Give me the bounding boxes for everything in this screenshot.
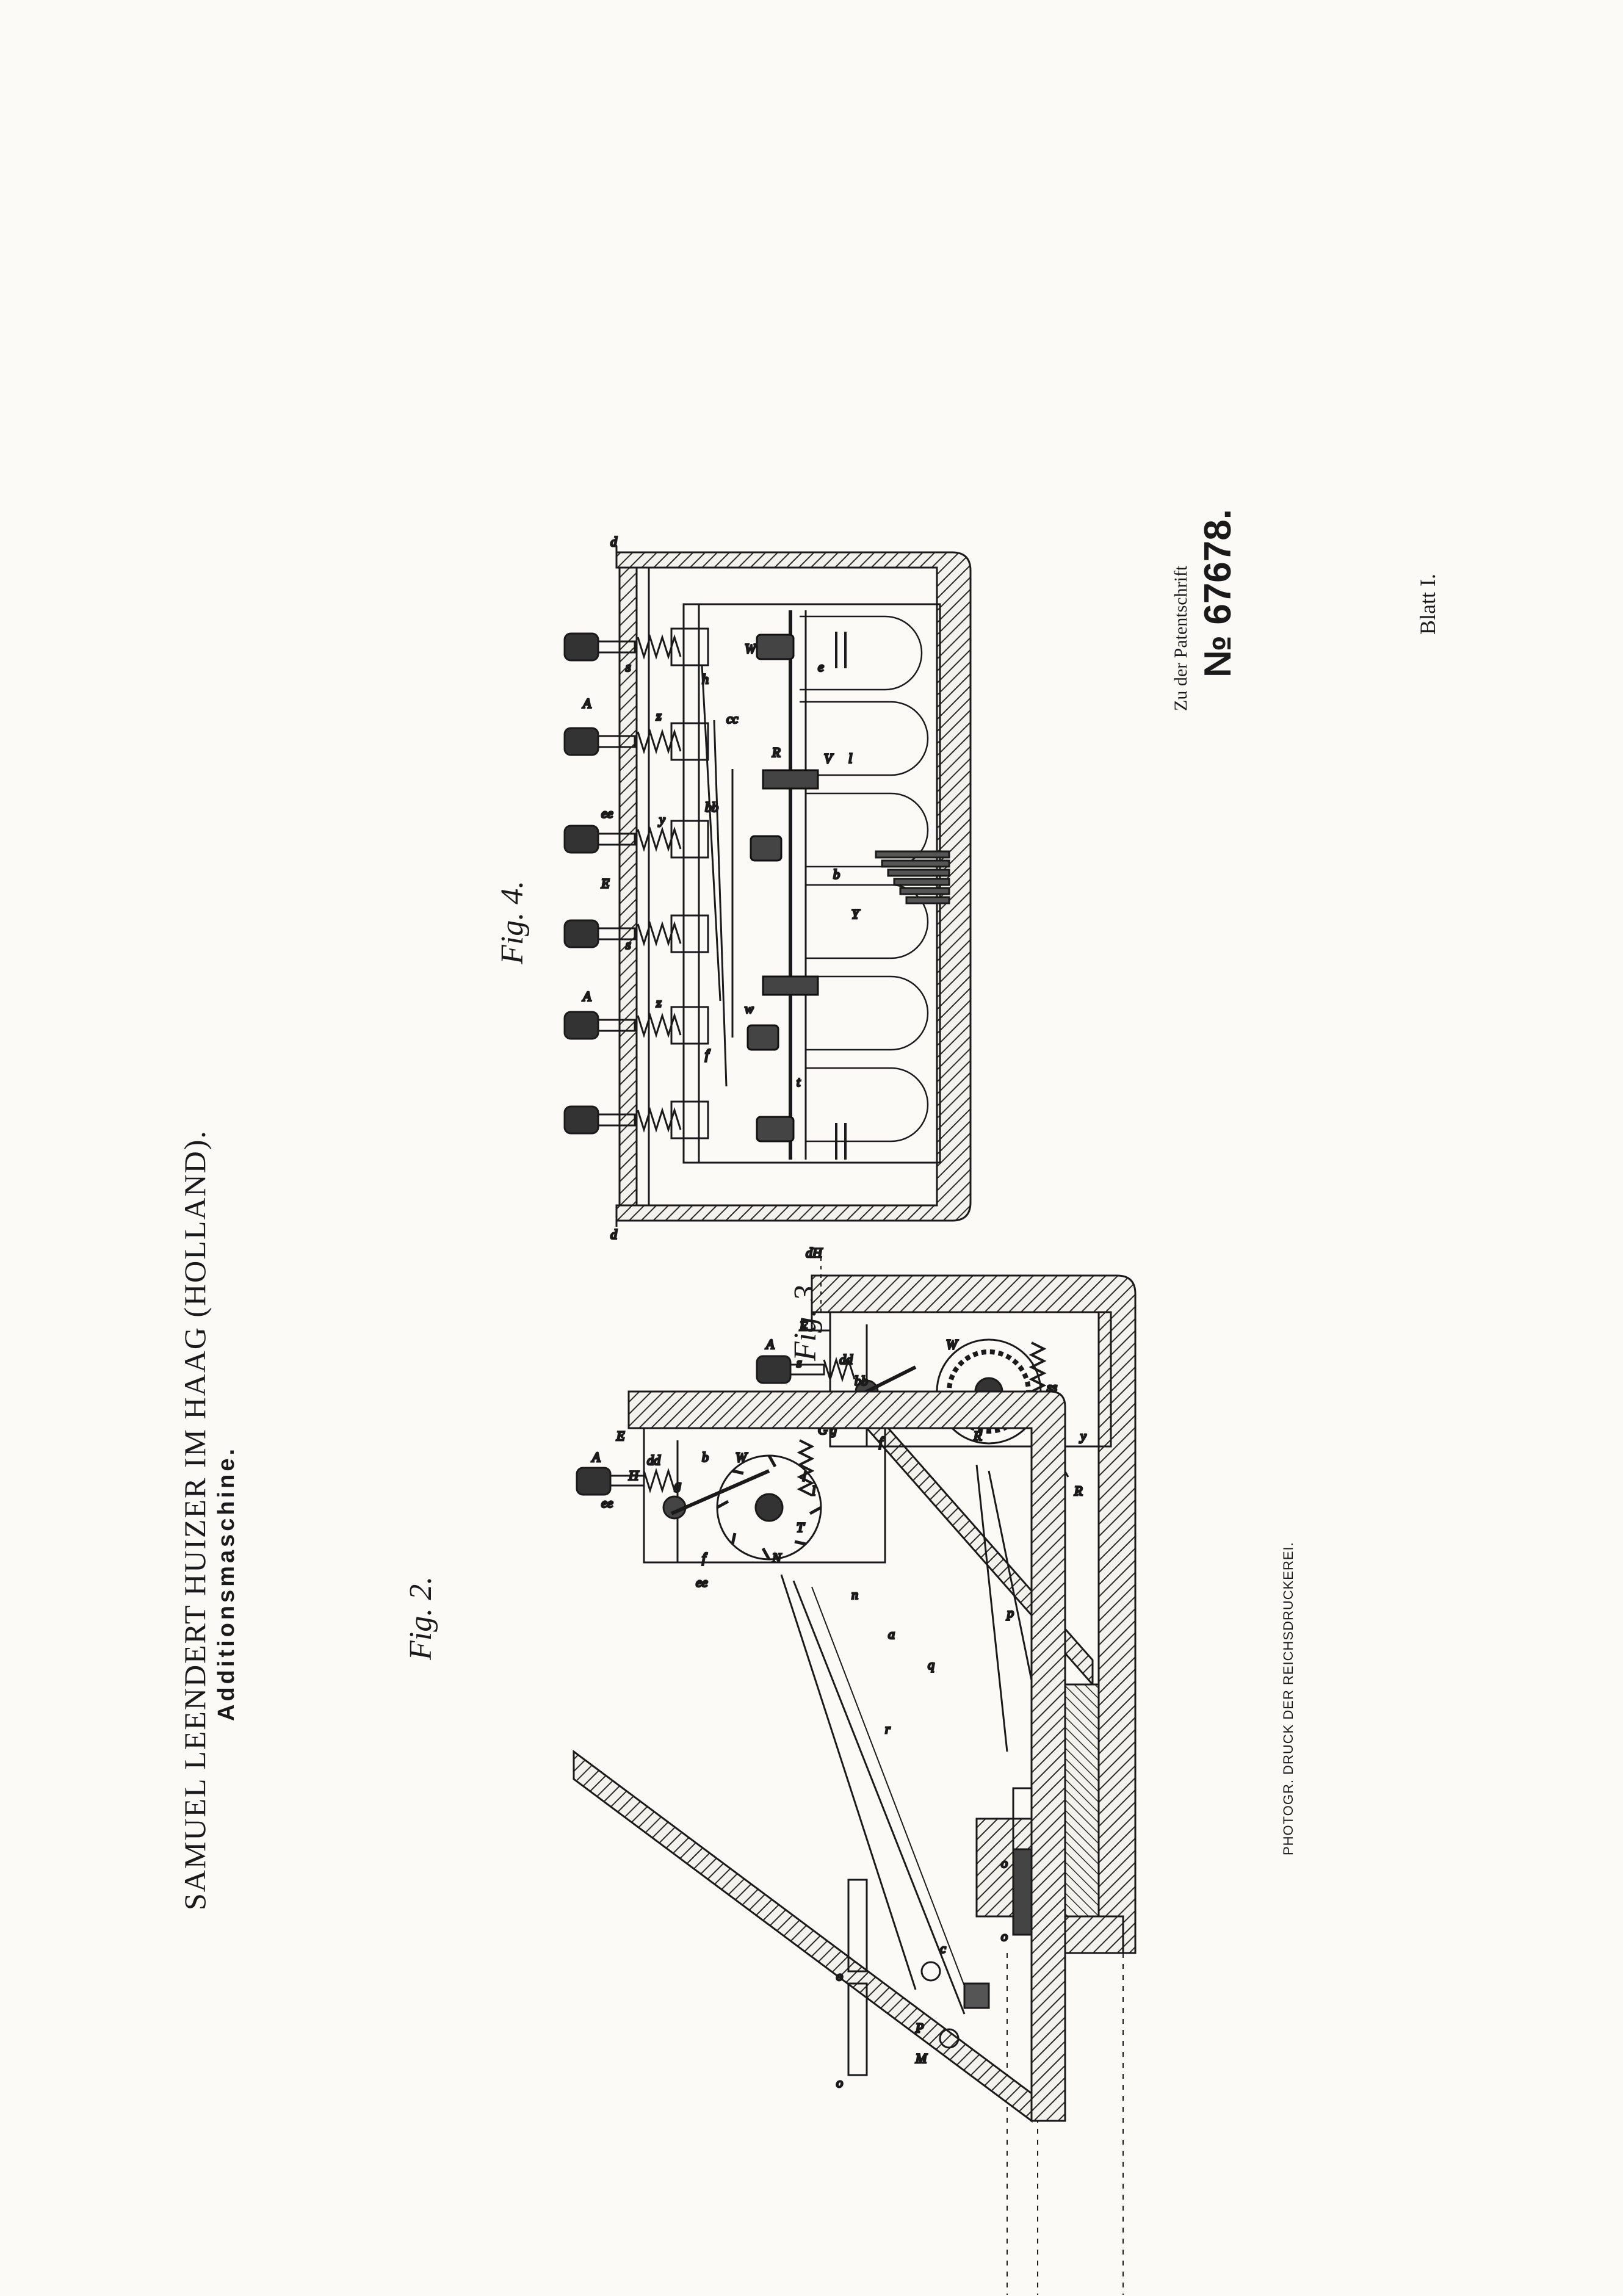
svg-text:h: h [702,671,709,687]
svg-text:W: W [745,641,757,656]
fig4-drawing: d d A A s s ee E z z y h cc bb f W w R V… [563,533,972,1243]
svg-text:N: N [772,1550,782,1565]
svg-text:b: b [833,867,840,882]
svg-text:t: t [797,1074,801,1089]
svg-text:o: o [836,1968,843,1984]
svg-text:W: W [736,1449,748,1465]
svg-text:Y: Y [851,906,861,922]
svg-text:f: f [705,1047,710,1062]
svg-text:ee: ee [601,1495,613,1511]
svg-text:c: c [940,1941,946,1956]
svg-text:W: W [946,1337,958,1352]
svg-text:s: s [626,937,631,952]
svg-text:dd: dd [647,1453,661,1468]
svg-text:o: o [1001,1929,1008,1944]
svg-text:l: l [848,751,852,766]
svg-text:A: A [591,1449,601,1465]
svg-text:R: R [973,1428,982,1443]
svg-text:z: z [656,708,662,723]
svg-text:d: d [610,1227,618,1242]
svg-text:cc: cc [726,711,739,726]
svg-text:o: o [836,2075,843,2090]
svg-text:bb: bb [855,1373,868,1388]
svg-text:g: g [674,1477,681,1492]
svg-text:a: a [888,1626,895,1642]
svg-text:H: H [628,1468,639,1483]
svg-text:s: s [797,1355,802,1370]
svg-text:s: s [626,659,631,674]
svg-text:M: M [915,2051,928,2066]
svg-text:R: R [1074,1483,1083,1498]
svg-text:dd: dd [839,1352,853,1367]
svg-text:w: w [745,1001,754,1016]
svg-text:e: e [818,659,824,674]
svg-text:ee: ee [601,806,613,821]
svg-text:E: E [799,1318,808,1334]
svg-text:y: y [1079,1428,1086,1443]
svg-text:E: E [601,876,610,891]
svg-text:ee: ee [696,1575,708,1590]
svg-text:A: A [582,696,591,711]
svg-text:bb: bb [705,800,718,815]
svg-text:R: R [772,745,781,760]
svg-text:E: E [616,1428,625,1443]
svg-text:o: o [1001,1855,1008,1871]
fig2-drawing: E A ee H dd b g ee W T l f N n a q r c P… [573,1390,1066,2123]
svg-text:z: z [656,995,662,1010]
svg-text:A: A [765,1337,775,1352]
svg-text:T: T [797,1520,805,1535]
svg-text:A: A [582,989,591,1004]
svg-text:P: P [915,2020,924,2035]
svg-text:p: p [1006,1605,1014,1620]
svg-text:y: y [658,812,665,827]
svg-text:d: d [610,534,618,549]
svg-text:l: l [812,1483,815,1498]
svg-text:V: V [824,751,834,766]
svg-text:q: q [928,1657,934,1672]
svg-text:b: b [702,1449,709,1465]
svg-text:dH: dH [806,1245,823,1260]
svg-text:n: n [851,1587,858,1602]
svg-text:r: r [885,1721,891,1736]
